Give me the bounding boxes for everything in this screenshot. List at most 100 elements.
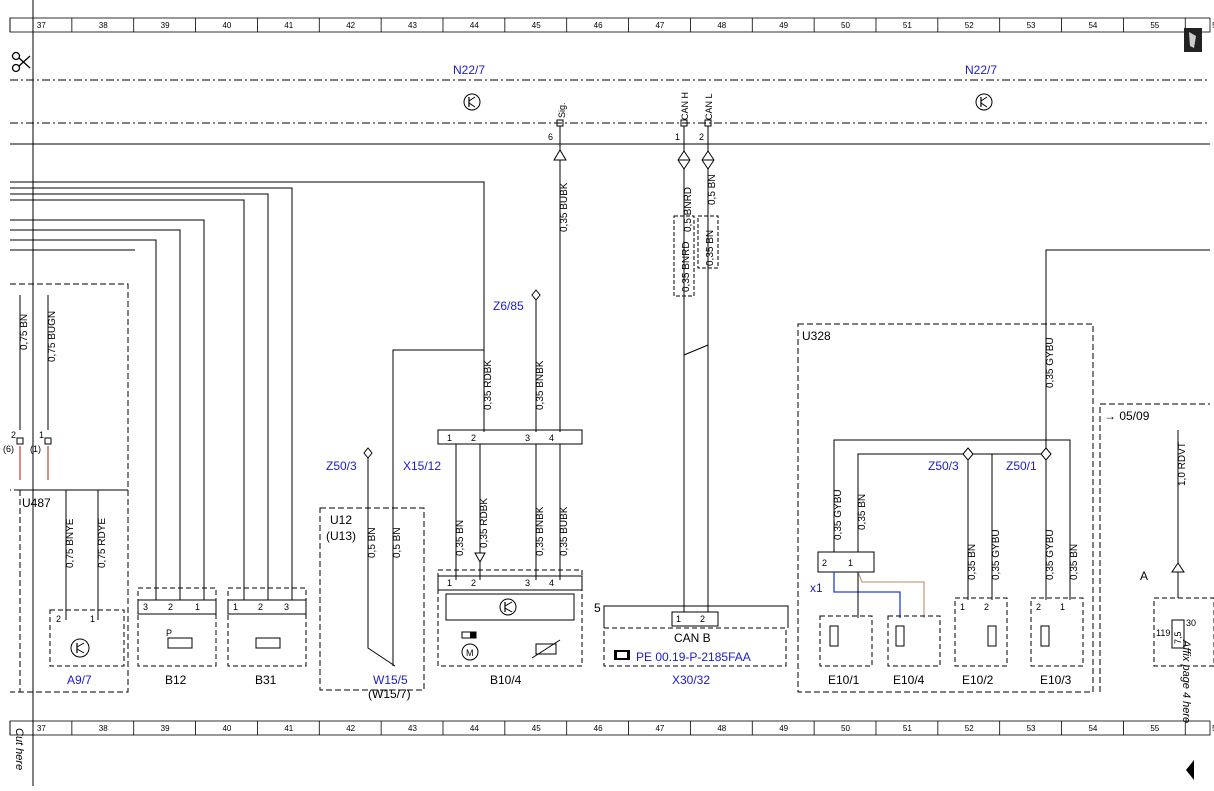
e10-4-label[interactable]: E10/4 (893, 673, 925, 687)
sig-label: Sig. (557, 102, 567, 118)
e10-2-pin-1: 1 (960, 602, 965, 612)
pe-reference-link[interactable]: PE 00.19-P-2185FAA (636, 650, 751, 664)
top-ruler: 3738394041424344454647484950515253545556 (9, 17, 1214, 33)
top-ruler-number: 54 (1088, 21, 1097, 30)
affix-arrow-icon (1186, 760, 1194, 780)
x1-label[interactable]: x1 (810, 581, 823, 595)
u12-label[interactable]: U12 (330, 513, 352, 527)
wire-bugn-075: 0,75 BUGN (47, 311, 58, 362)
e10-1-box (819, 615, 873, 667)
e10-3-label[interactable]: E10/3 (1040, 673, 1072, 687)
bottom-ruler-number: 54 (1088, 724, 1097, 733)
z50-1-label[interactable]: Z50/1 (1006, 459, 1037, 473)
top-ruler-number: 37 (37, 21, 46, 30)
b12-p-label: P (166, 628, 172, 638)
e10-2-box (954, 597, 1008, 667)
left-harness (10, 181, 485, 600)
n22-7-right-label[interactable]: N22/7 (965, 63, 997, 77)
b10-4-module (445, 593, 575, 621)
z50-1-marker (1040, 447, 1052, 461)
wire-bnye-075: 0,75 BNYE (65, 518, 76, 568)
bottom-ruler-number: 48 (717, 724, 726, 733)
b31-label[interactable]: B31 (255, 673, 277, 687)
top-ruler-number: 51 (903, 21, 912, 30)
wire-bnbk-035-low: 0,35 BNBK (535, 506, 546, 556)
top-ruler-number: 45 (532, 21, 541, 30)
wire-bubk-top: 0,35 BUBK (559, 182, 570, 232)
bottom-ruler-number: 55 (1150, 724, 1159, 733)
bnrd-splice-box (673, 215, 695, 297)
e10-2-element (987, 625, 997, 647)
bus-wires (553, 126, 715, 612)
b12-pin-3: 3 (143, 602, 148, 612)
bn-splice-box (697, 215, 719, 269)
bottom-ruler-number: 43 (408, 724, 417, 733)
b12-resistor (167, 637, 193, 649)
wire-bn-top: 0,5 BN (707, 174, 718, 205)
b10-4-connector (437, 575, 583, 591)
ref-05-09[interactable]: → 05/09 (1104, 409, 1150, 423)
pin-1-u487: 1 (39, 430, 44, 440)
wire-rdbk-035-low: 0,35 RDBK (479, 498, 490, 548)
scissors-icon (11, 51, 31, 73)
can-l-label: CAN L (704, 93, 714, 120)
z50-3-left-label[interactable]: Z50/3 (326, 459, 357, 473)
b31-pin-1: 1 (233, 602, 238, 612)
fuse-element (1171, 619, 1185, 649)
pin-paren-6: (6) (3, 444, 14, 454)
wire-rdbk-035: 0,35 RDBK (483, 360, 494, 410)
bottom-ruler-number: 46 (594, 724, 603, 733)
can-b-label[interactable]: CAN B (674, 631, 711, 645)
z6-85-label[interactable]: Z6/85 (493, 299, 524, 313)
label-five: 5 (594, 601, 601, 615)
wire-gybu-e101: 0,35 GYBU (833, 489, 844, 540)
b10-4-label[interactable]: B10/4 (490, 673, 522, 687)
e10-2-label[interactable]: E10/2 (962, 673, 994, 687)
b12-pin-1: 1 (195, 602, 200, 612)
z50-3-right-label[interactable]: Z50/3 (928, 459, 959, 473)
fuse-pin-30: 30 (1186, 618, 1196, 628)
a9-7-transistor-icon (70, 638, 90, 658)
u13-label[interactable]: (U13) (326, 529, 356, 543)
x30-32-connector (671, 611, 719, 627)
n22-7-left-label[interactable]: N22/7 (453, 63, 485, 77)
x30-32-label[interactable]: X30/32 (672, 673, 710, 687)
u487-label[interactable]: U487 (22, 496, 51, 510)
u487-lower-box (10, 489, 129, 693)
w15-7-label[interactable]: (W15/7) (368, 687, 411, 701)
b12-label[interactable]: B12 (165, 673, 187, 687)
a9-7-pin-1: 1 (90, 614, 95, 624)
bottom-ruler-number: 39 (161, 724, 170, 733)
u328-label[interactable]: U328 (802, 329, 831, 343)
u12-box (319, 507, 425, 691)
svg-text:M: M (466, 648, 474, 658)
wire-tan (857, 571, 925, 618)
b10-4-transistor-icon (499, 598, 517, 616)
bottom-ruler-number: 40 (222, 724, 231, 733)
affix-here-text: Affix page 4 here (1180, 639, 1192, 723)
bottom-ruler-number: 51 (903, 724, 912, 733)
x15-12-lower-wires (455, 444, 561, 580)
x15-12-pin-4: 4 (549, 433, 554, 443)
bottom-ruler-ticks: 3738394041424344454647484950515253545556 (9, 721, 1214, 735)
wire-bn-05-a: 0,5 BN (367, 527, 378, 558)
x1-pin-1: 1 (848, 558, 853, 568)
e10-3-box (1030, 597, 1084, 667)
motor-icon: M (461, 631, 479, 661)
wire-rdvt-10: 1,0 RDVT (1177, 442, 1188, 486)
hand-pointer-icon (1184, 28, 1202, 52)
x1-pin-2: 2 (822, 558, 827, 568)
pin-2-u487: 2 (11, 430, 16, 440)
w15-5-label[interactable]: W15/5 (373, 673, 408, 687)
top-ruler-number: 49 (779, 21, 788, 30)
a9-7-label[interactable]: A9/7 (67, 673, 92, 687)
e10-1-label[interactable]: E10/1 (828, 673, 860, 687)
wire-bubk-035-low: 0,35 BUBK (559, 506, 570, 556)
x30-32-pin-1: 1 (676, 614, 681, 624)
u487-pin-2 (16, 437, 24, 445)
u12-wires (367, 349, 484, 667)
x15-12-label[interactable]: X15/12 (403, 459, 441, 473)
can-bus-box (10, 79, 1210, 145)
bottom-ruler-number: 38 (99, 724, 108, 733)
x30-32-top (603, 605, 789, 628)
